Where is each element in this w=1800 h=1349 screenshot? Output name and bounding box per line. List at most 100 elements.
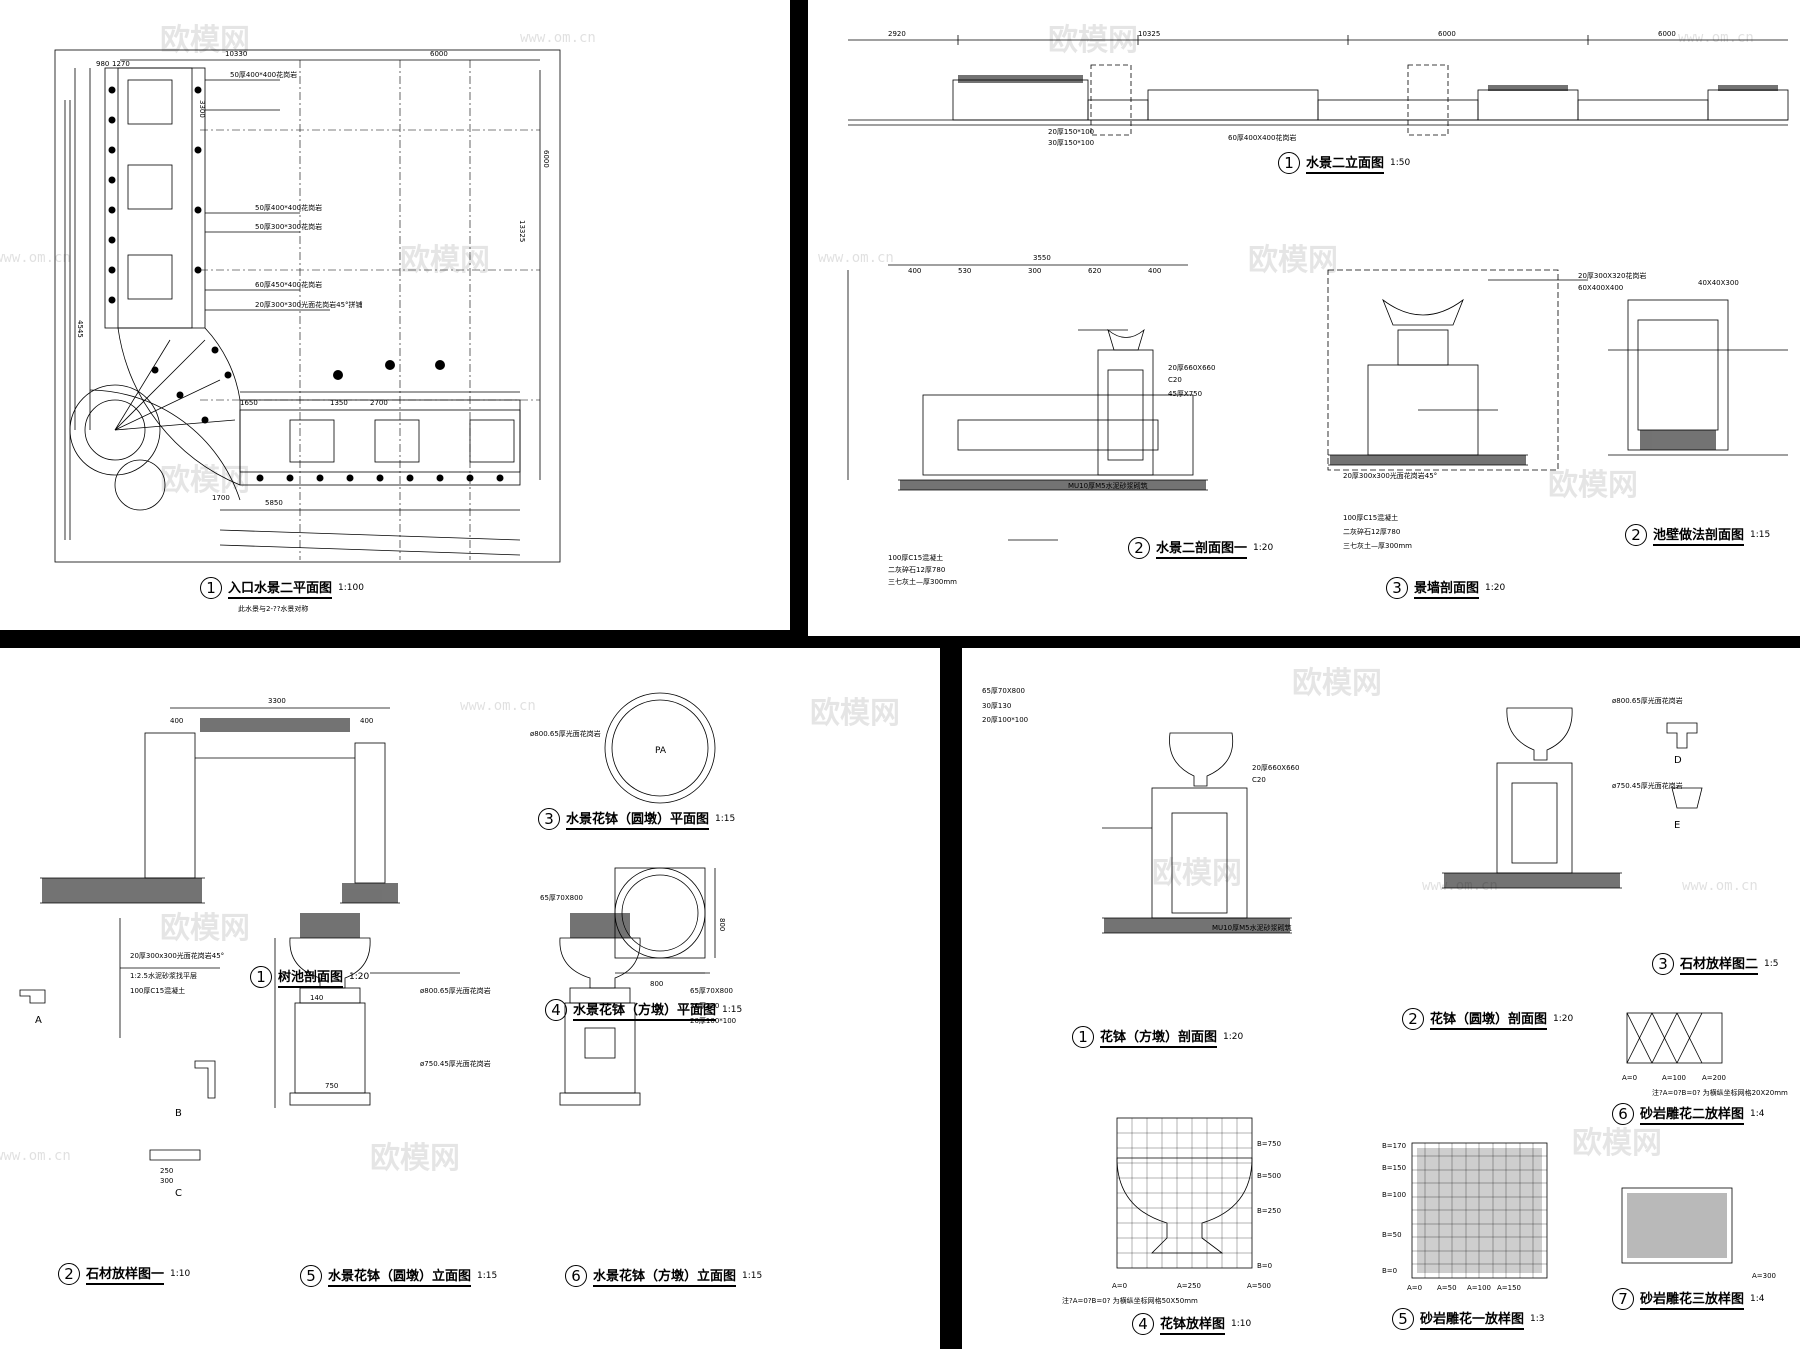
drawing-title: 入口水景二平面图 <box>228 577 333 599</box>
elevation-drawing: 2920 10325 6000 6000 3550 400 530 300 62… <box>847 30 1789 586</box>
drawing-title: 石材放样图二 <box>1680 953 1759 975</box>
details-drawing: B=750 B=500 B=250 B=0 B=170 B=150 B=100 … <box>982 687 1788 1305</box>
plan-drawing: 10330 6000 6000 3300 1650 2700 4545 5850… <box>54 49 561 563</box>
svg-text:530: 530 <box>958 267 971 275</box>
drawing-scale: 1:4 <box>1750 1109 1765 1119</box>
svg-text:6000: 6000 <box>1658 30 1676 38</box>
section-caption: 2 水景二剖面图一 1:20 <box>1128 537 1273 559</box>
drawing-number: 4 <box>1132 1313 1154 1335</box>
stone-detail-two-caption: 3 石材放样图二 1:5 <box>1652 953 1779 975</box>
svg-text:30厚150*100: 30厚150*100 <box>1048 139 1094 147</box>
svg-text:A=50: A=50 <box>1437 1284 1457 1292</box>
svg-text:A=0: A=0 <box>1112 1282 1127 1290</box>
svg-text:B=150: B=150 <box>1382 1164 1406 1172</box>
drawing-scale: 1:50 <box>1390 158 1411 168</box>
drawing-number: 2 <box>1625 524 1647 546</box>
svg-text:6000: 6000 <box>430 50 448 58</box>
svg-text:65厚70X800: 65厚70X800 <box>690 987 733 995</box>
round-elevation-caption: 5 水景花钵（圆墩）立面图 1:15 <box>300 1265 497 1287</box>
drawing-title: 花钵（方墩）剖面图 <box>1100 1026 1218 1048</box>
svg-text:1700: 1700 <box>212 494 230 502</box>
svg-text:A=300: A=300 <box>1752 1272 1776 1280</box>
drawing-number: 1 <box>200 577 222 599</box>
drawing-scale: 1:20 <box>349 972 370 982</box>
drawing-scale: 1:3 <box>1530 1314 1545 1324</box>
sheet-tree-pool-planters: 3300 400 400 800 800 750 140 250 300 20厚… <box>0 648 940 1349</box>
svg-text:A=200: A=200 <box>1702 1074 1726 1082</box>
svg-text:2920: 2920 <box>888 30 906 38</box>
drawing-scale: 1:15 <box>742 1271 763 1281</box>
drawing-title: 树池剖面图 <box>278 966 344 988</box>
svg-text:注?A=0?B=0? 为横纵坐标网格20X20mm: 注?A=0?B=0? 为横纵坐标网格20X20mm <box>1652 1088 1788 1097</box>
svg-text:B=500: B=500 <box>1257 1172 1281 1180</box>
svg-text:100厚C15混凝土: 100厚C15混凝土 <box>1343 513 1398 522</box>
svg-text:980: 980 <box>96 60 109 68</box>
wall-section-caption: 3 景墙剖面图 1:20 <box>1386 577 1505 599</box>
svg-text:13325: 13325 <box>518 220 526 242</box>
drawing-title: 景墙剖面图 <box>1414 577 1480 599</box>
drawing-scale: 1:15 <box>722 1005 743 1015</box>
drawing-number: 7 <box>1612 1288 1634 1310</box>
svg-text:50厚400*400花岗岩: 50厚400*400花岗岩 <box>255 203 322 212</box>
round-section-caption: 2 花钵（圆墩）剖面图 1:20 <box>1402 1008 1573 1030</box>
svg-text:300: 300 <box>160 1177 173 1185</box>
drawing-number: 3 <box>1652 953 1674 975</box>
svg-text:5850: 5850 <box>265 499 283 507</box>
svg-text:MU10厚M5水泥砂浆砌筑: MU10厚M5水泥砂浆砌筑 <box>1068 481 1148 490</box>
svg-text:400: 400 <box>908 267 921 275</box>
svg-text:3300: 3300 <box>268 697 286 705</box>
sheet-plan: 10330 6000 6000 3300 1650 2700 4545 5850… <box>0 0 790 630</box>
svg-text:1650: 1650 <box>240 399 258 407</box>
svg-text:三七灰土—厚300mm: 三七灰土—厚300mm <box>1343 541 1412 550</box>
drawing-number: 2 <box>1402 1008 1424 1030</box>
svg-text:3550: 3550 <box>1033 254 1051 262</box>
svg-text:60X400X400: 60X400X400 <box>1578 284 1623 292</box>
drawing-scale: 1:15 <box>477 1271 498 1281</box>
svg-text:ø750.45厚光面花岗岩: ø750.45厚光面花岗岩 <box>1612 781 1683 790</box>
svg-text:二灰碎石12厚780: 二灰碎石12厚780 <box>888 565 945 574</box>
svg-text:三七灰土—厚300mm: 三七灰土—厚300mm <box>888 577 957 586</box>
svg-text:6000: 6000 <box>542 150 550 168</box>
drawing-number: 1 <box>1278 152 1300 174</box>
svg-text:1:2.5水泥砂浆找平层: 1:2.5水泥砂浆找平层 <box>130 971 197 980</box>
svg-text:45厚X750: 45厚X750 <box>1168 390 1202 398</box>
drawing-title: 水景花钵（圆墩）平面图 <box>566 808 710 830</box>
drawing-title: 水景花钵（圆墩）立面图 <box>328 1265 472 1287</box>
plan-note: 此水景与2-??水景对称 <box>238 605 309 613</box>
svg-text:B=100: B=100 <box>1382 1191 1406 1199</box>
svg-text:B=750: B=750 <box>1257 1140 1281 1148</box>
svg-text:20厚100*100: 20厚100*100 <box>982 716 1028 724</box>
svg-text:C20: C20 <box>1252 776 1266 784</box>
carving-two-caption: 6 砂岩雕花二放样图 1:4 <box>1612 1103 1765 1125</box>
svg-text:65厚70X800: 65厚70X800 <box>982 687 1025 695</box>
svg-text:A=100: A=100 <box>1662 1074 1686 1082</box>
svg-text:B=50: B=50 <box>1382 1231 1402 1239</box>
svg-text:2700: 2700 <box>370 399 388 407</box>
svg-text:二灰碎石12厚780: 二灰碎石12厚780 <box>1343 527 1400 536</box>
stone-detail-caption: 2 石材放样图一 1:10 <box>58 1263 190 1285</box>
svg-text:6000: 6000 <box>1438 30 1456 38</box>
drawing-scale: 1:10 <box>1231 1319 1252 1329</box>
svg-text:ø800.65厚光面花岗岩: ø800.65厚光面花岗岩 <box>530 729 601 738</box>
drawing-number: 3 <box>538 808 560 830</box>
svg-text:C: C <box>175 1188 182 1199</box>
square-section-caption: 1 花钵（方墩）剖面图 1:20 <box>1072 1026 1243 1048</box>
drawing-number: 2 <box>58 1263 80 1285</box>
svg-text:ø800.65厚光面花岗岩: ø800.65厚光面花岗岩 <box>420 986 491 995</box>
drawing-number: 1 <box>1072 1026 1094 1048</box>
svg-text:250: 250 <box>160 1167 173 1175</box>
drawing-scale: 1:15 <box>715 814 736 824</box>
drawing-title: 砂岩雕花二放样图 <box>1640 1103 1745 1125</box>
svg-text:MU10厚M5水泥砂浆砌筑: MU10厚M5水泥砂浆砌筑 <box>1212 923 1292 932</box>
drawing-title: 池壁做法剖面图 <box>1653 524 1745 546</box>
svg-text:注?A=0?B=0? 为横纵坐标网格50X50mm: 注?A=0?B=0? 为横纵坐标网格50X50mm <box>1062 1296 1198 1305</box>
svg-text:300: 300 <box>1028 267 1041 275</box>
drawing-scale: 1:20 <box>1485 583 1506 593</box>
svg-text:B: B <box>175 1108 182 1119</box>
drawing-number: 2 <box>1128 537 1150 559</box>
tree-pool-caption: 1 树池剖面图 1:20 <box>250 966 369 988</box>
svg-text:1350: 1350 <box>330 399 348 407</box>
square-elevation-caption: 6 水景花钵（方墩）立面图 1:15 <box>565 1265 762 1287</box>
drawing-title: 水景二剖面图一 <box>1156 537 1248 559</box>
svg-text:1270: 1270 <box>112 60 130 68</box>
